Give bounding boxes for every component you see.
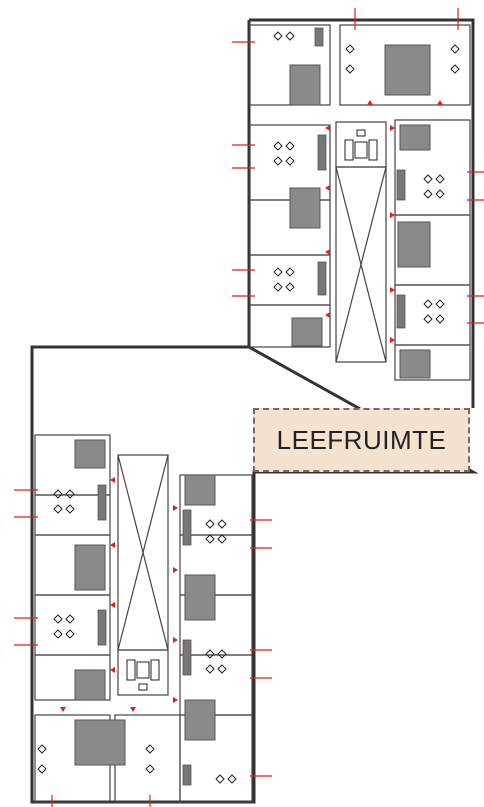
chair-icon (205, 519, 227, 544)
bed-icon (399, 124, 431, 151)
chair-icon (273, 141, 295, 166)
door-marker-icon (60, 707, 66, 712)
door-marker-icon (325, 185, 330, 191)
chair-icon (53, 489, 75, 514)
bed-icon (291, 317, 323, 347)
lower-core (117, 454, 169, 696)
bed-icon (384, 44, 431, 96)
door-marker-icon (367, 100, 373, 105)
bed-icon (74, 719, 126, 766)
core-furniture (126, 129, 378, 691)
chair-icon (205, 649, 227, 674)
bed-icon (289, 187, 321, 229)
door-marker-icon (390, 337, 395, 343)
door-marker-icon (390, 212, 395, 218)
bed-icon (184, 699, 216, 741)
zone-label: LEEFRUIMTE (276, 424, 447, 455)
upper-right-rooms (339, 24, 471, 381)
door-markers (60, 100, 443, 712)
door-marker-icon (390, 287, 395, 293)
bed-icon (74, 439, 106, 469)
bed-icon (74, 669, 106, 701)
door-marker-icon (110, 477, 115, 483)
chair-icon (273, 267, 295, 292)
bed-icon (184, 574, 216, 621)
door-marker-icon (325, 249, 330, 255)
chair-icon (273, 31, 295, 41)
chair-icon (423, 174, 445, 199)
door-marker-icon (325, 312, 330, 318)
door-marker-icon (110, 667, 115, 673)
door-marker-icon (173, 697, 178, 703)
chair-icon (37, 744, 155, 774)
exit-lines (14, 8, 484, 807)
beds (74, 44, 431, 766)
door-marker-icon (390, 125, 395, 131)
upper-core (335, 121, 387, 363)
door-marker-icon (173, 567, 178, 573)
chair-icon (53, 614, 75, 639)
door-marker-icon (110, 542, 115, 548)
bed-icon (74, 544, 106, 591)
bed-icon (184, 474, 216, 506)
bed-icon (289, 64, 321, 106)
lower-right-rooms (114, 474, 253, 803)
door-marker-icon (110, 602, 115, 608)
door-marker-icon (437, 100, 443, 105)
door-marker-icon (173, 505, 178, 511)
leefruimte-zone: LEEFRUIMTE (253, 408, 470, 472)
door-marker-icon (325, 125, 330, 131)
chair-icon (423, 299, 445, 324)
bed-icon (399, 349, 431, 379)
chair-icon (345, 44, 460, 74)
bed-icon (397, 221, 431, 268)
chair-icon (215, 774, 237, 784)
chairs (37, 31, 460, 784)
door-marker-icon (173, 637, 178, 643)
desks (97, 27, 406, 786)
door-marker-icon (130, 707, 136, 712)
